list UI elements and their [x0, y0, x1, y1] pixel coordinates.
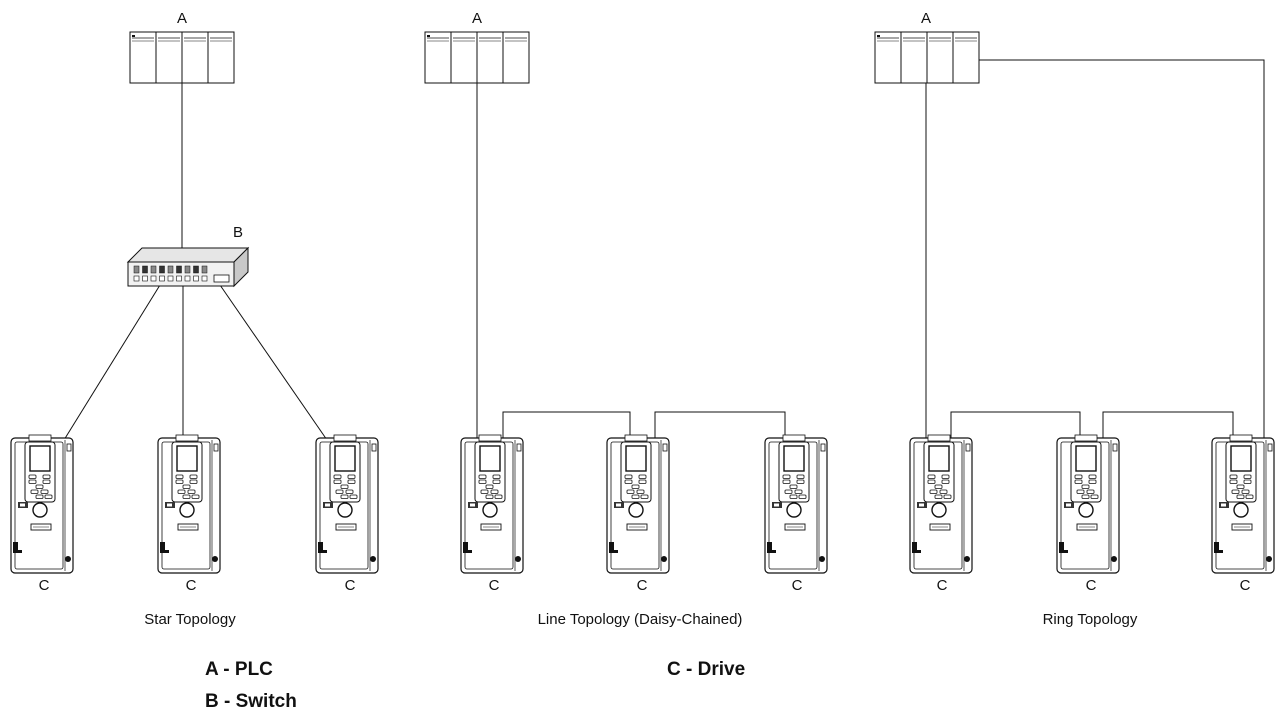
wire-ring-return	[978, 59, 1265, 445]
drive-label: C	[1240, 577, 1251, 594]
caption-ring-topology: Ring Topology	[1043, 611, 1138, 628]
drive-label: C	[792, 577, 803, 594]
plc-star	[129, 31, 235, 84]
drive	[460, 434, 524, 574]
drive	[909, 434, 973, 574]
plc-line-label: A	[472, 10, 482, 27]
drive-label: C	[937, 577, 948, 594]
wire-line-plc-drive-1	[476, 83, 481, 446]
drive-label: C	[1086, 577, 1097, 594]
legend-drive: C - Drive	[667, 659, 745, 680]
drive-labels: C C C C C C C C C	[39, 577, 1251, 594]
wire-line-drive-1-2	[502, 411, 631, 445]
wire-ring-drive-2-3	[1102, 411, 1234, 445]
wire-ring-drive-1-2	[950, 411, 1081, 445]
legend-plc: A - PLC	[205, 659, 273, 680]
plc-ring	[874, 31, 980, 84]
drive	[315, 434, 379, 574]
switch-label: B	[233, 224, 243, 241]
drive	[606, 434, 670, 574]
plc-ring-label: A	[921, 10, 931, 27]
drive	[1211, 434, 1275, 574]
wire-line-drive-2-3	[654, 411, 786, 445]
drive	[10, 434, 74, 574]
wire-star-switch-drive-1	[63, 284, 161, 441]
drive-label: C	[186, 577, 197, 594]
plc-star-label: A	[177, 10, 187, 27]
legend: A - PLC B - Switch C - Drive	[205, 659, 745, 712]
wire-star-switch-drive-3	[219, 284, 328, 441]
network-switch	[126, 246, 250, 288]
drive	[764, 434, 828, 574]
drive-label: C	[637, 577, 648, 594]
plc-line	[424, 31, 530, 84]
caption-line-topology: Line Topology (Daisy-Chained)	[538, 611, 743, 628]
drive	[1056, 434, 1120, 574]
drive-label: C	[489, 577, 500, 594]
wire-ring-plc-drive-1	[925, 83, 930, 446]
drive	[157, 434, 221, 574]
legend-switch: B - Switch	[205, 691, 297, 712]
caption-star-topology: Star Topology	[144, 611, 236, 628]
drive-label: C	[345, 577, 356, 594]
drive-label: C	[39, 577, 50, 594]
